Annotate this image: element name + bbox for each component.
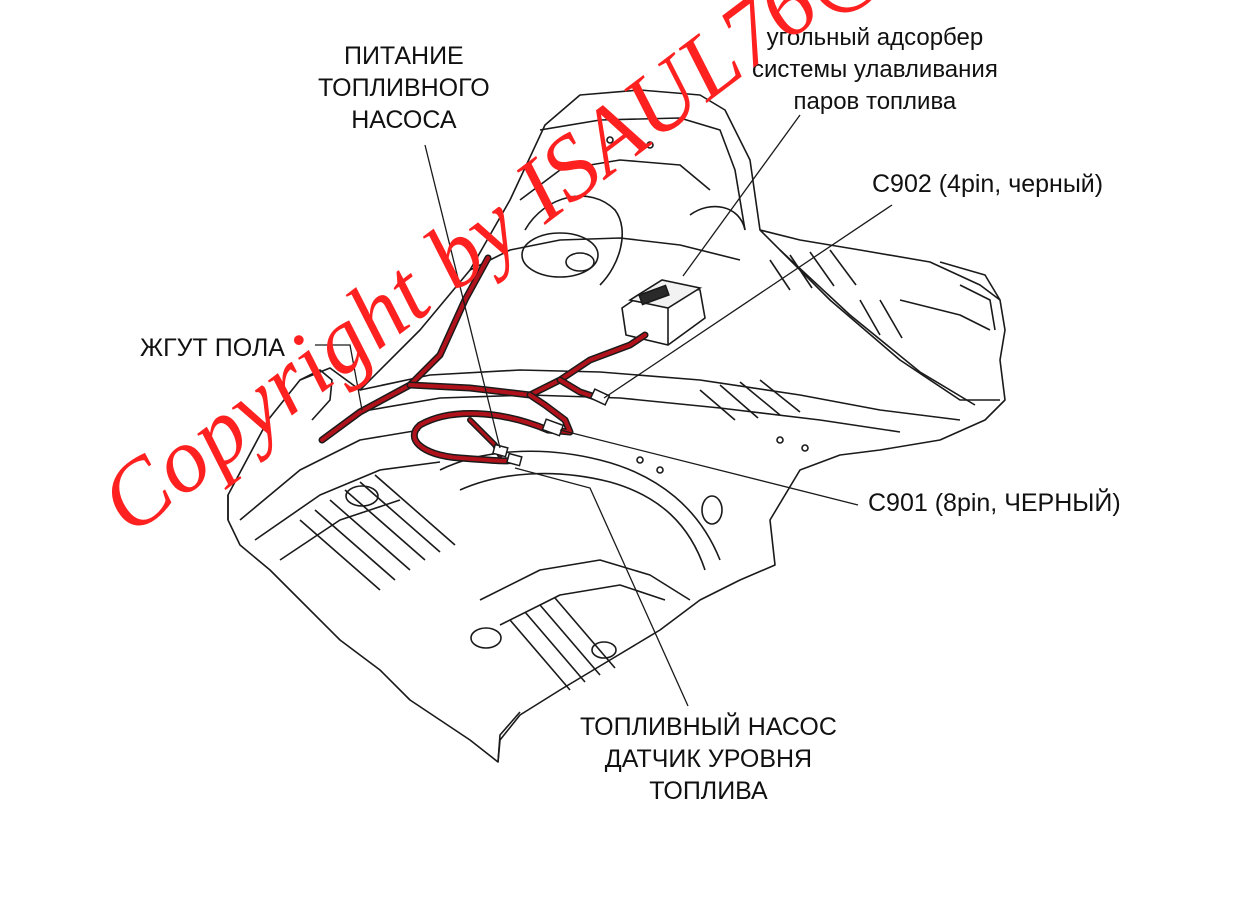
charcoal-canister (621, 279, 706, 346)
label-c901: C901 (8pin, ЧЕРНЫЙ) (868, 489, 1121, 517)
connector-c902 (589, 388, 611, 406)
label-c902: C902 (4pin, черный) (872, 170, 1104, 198)
label-pump-sender-line-3: ТОПЛИВА (649, 777, 768, 805)
label-canister-line-3: паров топлива (793, 88, 957, 115)
leader-c901 (559, 429, 859, 506)
leader-floor (315, 344, 363, 411)
label-pump-sender-line-1: ТОПЛИВНЫЙ НАСОС (580, 713, 837, 741)
leader-pump-power (424, 144, 501, 449)
label-floor-harness: ЖГУТ ПОЛА (140, 334, 285, 362)
leader-lines (315, 114, 893, 707)
label-canister: угольный адсорбер системы улавливания па… (752, 22, 998, 118)
label-pump-power: ПИТАНИЕ ТОПЛИВНОГО НАСОСА (318, 40, 490, 136)
label-pump-sender: ТОПЛИВНЫЙ НАСОС ДАТЧИК УРОВНЯ ТОПЛИВА (580, 711, 837, 807)
leader-c902 (603, 204, 893, 399)
connector-pump-power (491, 443, 523, 467)
label-canister-line-1: угольный адсорбер (766, 24, 984, 51)
floor-pan (227, 89, 1006, 763)
label-pump-power-line-1: ПИТАНИЕ (343, 42, 464, 70)
leader-pump-sender (514, 467, 689, 707)
label-pump-power-line-2: ТОПЛИВНОГО (318, 74, 490, 102)
label-pump-sender-line-2: ДАТЧИК УРОВНЯ (604, 745, 813, 773)
leader-canister (682, 114, 801, 277)
label-pump-power-line-3: НАСОСА (351, 106, 457, 134)
label-canister-line-2: системы улавливания (752, 56, 998, 83)
